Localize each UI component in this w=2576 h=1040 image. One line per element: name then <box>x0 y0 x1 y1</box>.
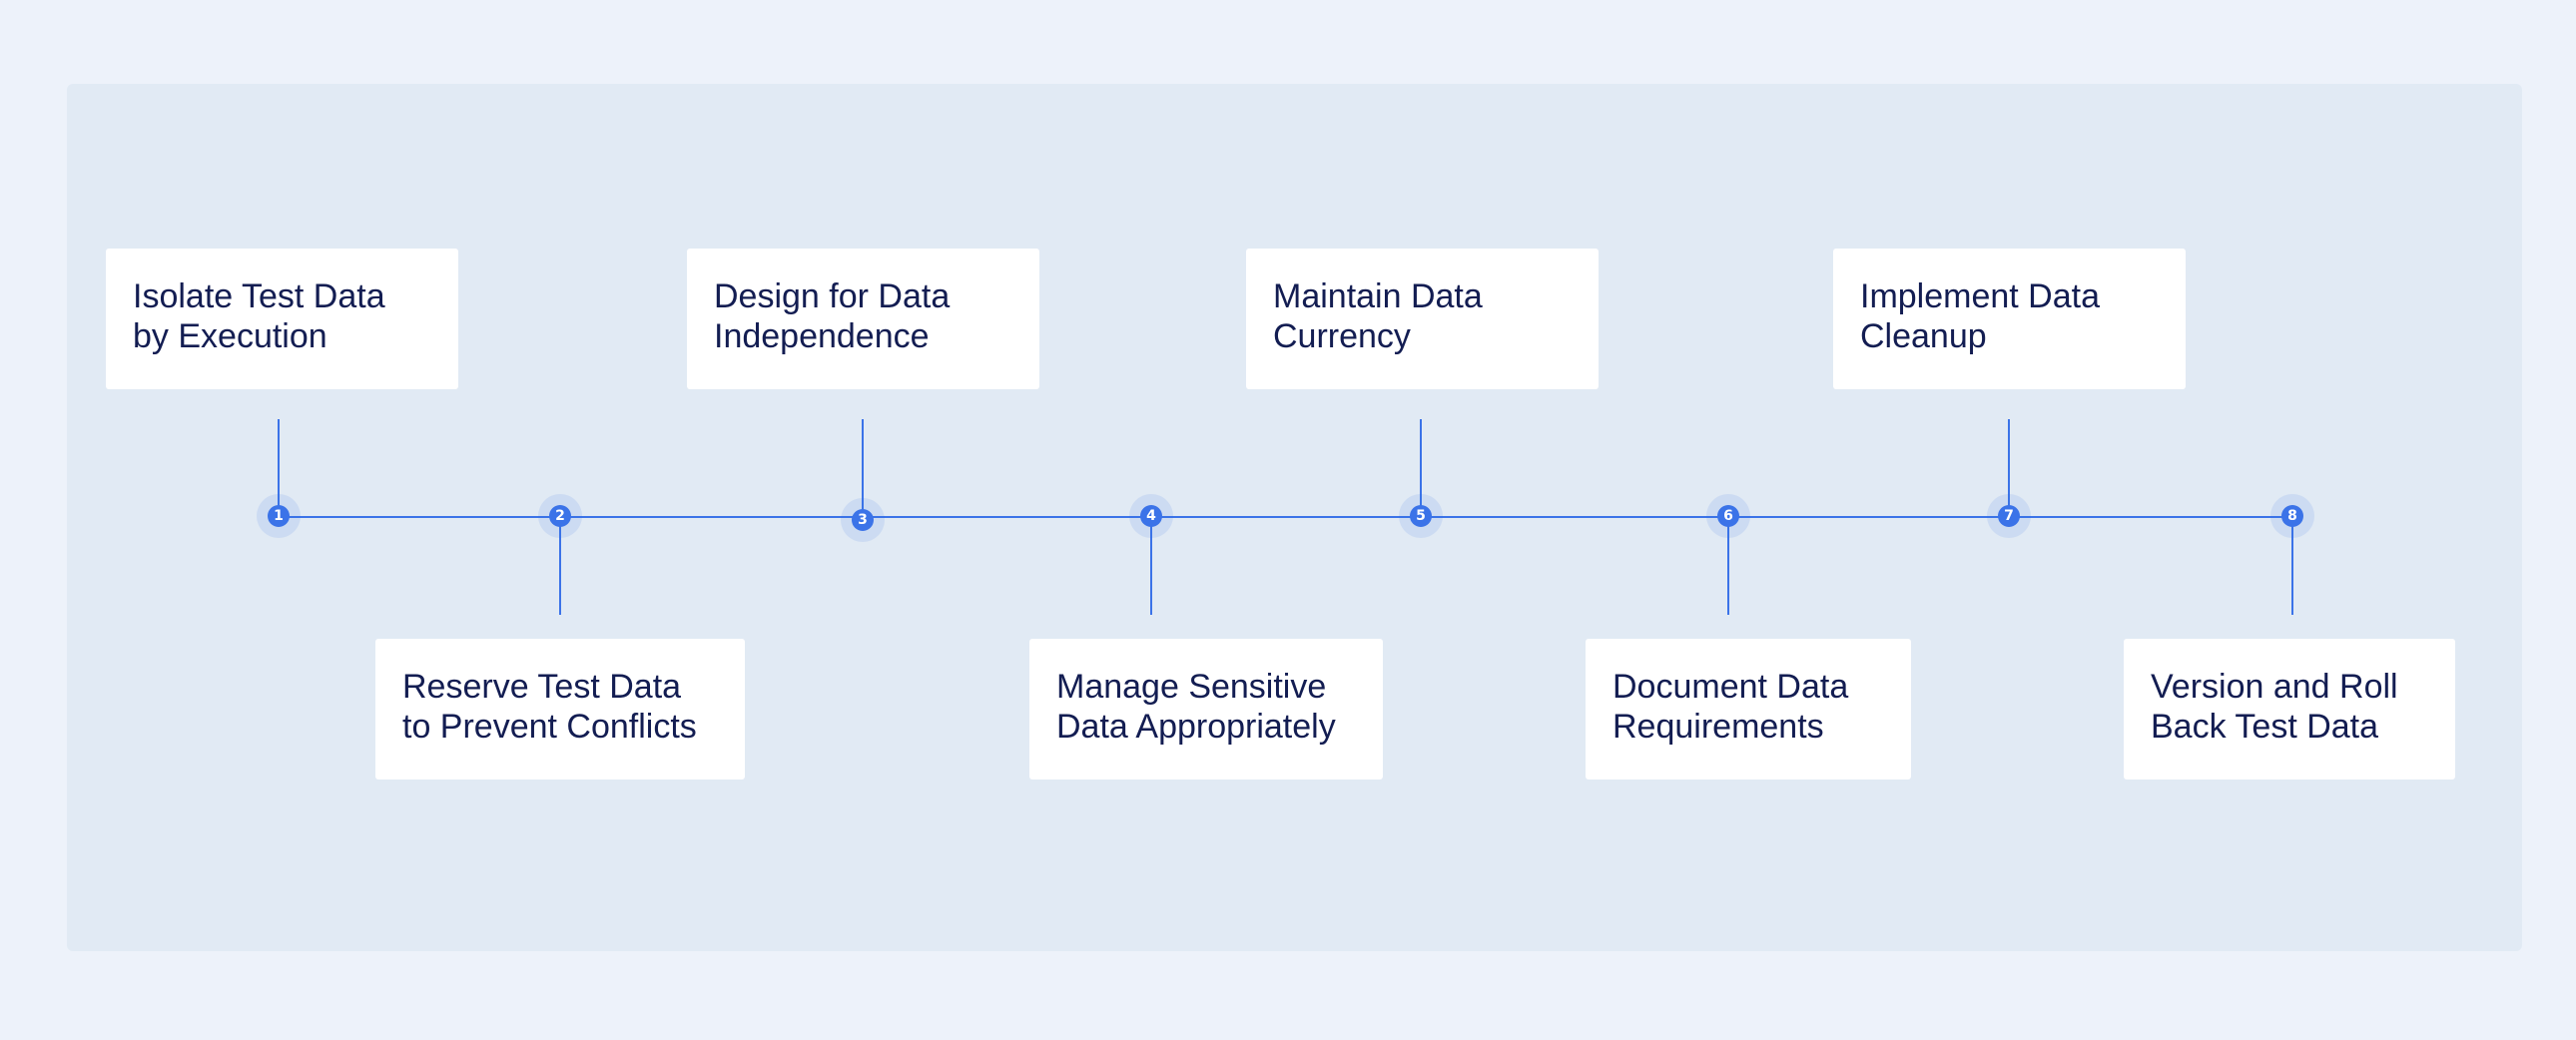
step-marker-8: 8 <box>2270 494 2314 538</box>
step-card-8: Version and Roll Back Test Data <box>2124 639 2455 780</box>
step-label-3-line1: Design for Data <box>714 277 951 315</box>
connector-4 <box>1150 517 1152 615</box>
step-marker-7: 7 <box>1987 494 2031 538</box>
step-number-7: 7 <box>1998 505 2020 527</box>
step-label-1-line1: Isolate Test Data <box>133 277 385 315</box>
step-marker-3: 3 <box>841 498 885 542</box>
timeline-axis <box>280 516 1294 518</box>
step-label-2-line2: to Prevent Conflicts <box>402 708 697 746</box>
step-marker-5: 5 <box>1399 494 1443 538</box>
step-label-7-line1: Implement Data <box>1860 277 2100 315</box>
step-marker-1: 1 <box>257 494 301 538</box>
step-marker-6: 6 <box>1706 494 1750 538</box>
step-card-3: Design for Data Independence <box>687 249 1039 389</box>
connector-1 <box>278 419 280 515</box>
step-card-5: Maintain Data Currency <box>1246 249 1599 389</box>
step-label-8-line1: Version and Roll <box>2151 668 2398 706</box>
step-card-4: Manage Sensitive Data Appropriately <box>1029 639 1383 780</box>
step-card-7: Implement Data Cleanup <box>1833 249 2186 389</box>
step-label-8-line2: Back Test Data <box>2151 708 2379 746</box>
step-label-4-line2: Data Appropriately <box>1056 708 1336 746</box>
step-label-6-line1: Document Data <box>1612 668 1849 706</box>
step-number-2: 2 <box>549 505 571 527</box>
step-marker-4: 4 <box>1129 494 1173 538</box>
step-label-3-line2: Independence <box>714 317 930 355</box>
step-marker-2: 2 <box>538 494 582 538</box>
connector-7 <box>2008 419 2010 515</box>
step-label-2-line1: Reserve Test Data <box>402 668 682 706</box>
connector-6 <box>1727 517 1729 615</box>
step-label-6-line2: Requirements <box>1612 708 1824 746</box>
step-number-4: 4 <box>1140 505 1162 527</box>
connector-2 <box>559 517 561 615</box>
step-number-8: 8 <box>2281 505 2303 527</box>
timeline-axis-right <box>1294 516 2292 518</box>
step-card-6: Document Data Requirements <box>1586 639 1911 780</box>
step-card-2: Reserve Test Data to Prevent Conflicts <box>375 639 745 780</box>
step-number-5: 5 <box>1410 505 1432 527</box>
step-label-7-line2: Cleanup <box>1860 317 1987 355</box>
connector-5 <box>1420 419 1422 517</box>
step-number-6: 6 <box>1717 505 1739 527</box>
step-label-4-line1: Manage Sensitive <box>1056 668 1327 706</box>
connector-3 <box>862 419 864 517</box>
step-label-5-line1: Maintain Data <box>1273 277 1483 315</box>
step-label-1-line2: by Execution <box>133 317 327 355</box>
step-number-3: 3 <box>852 509 874 531</box>
step-label-5-line2: Currency <box>1273 317 1411 355</box>
step-number-1: 1 <box>268 505 290 527</box>
step-card-1: Isolate Test Data by Execution <box>106 249 458 389</box>
connector-8 <box>2291 517 2293 615</box>
